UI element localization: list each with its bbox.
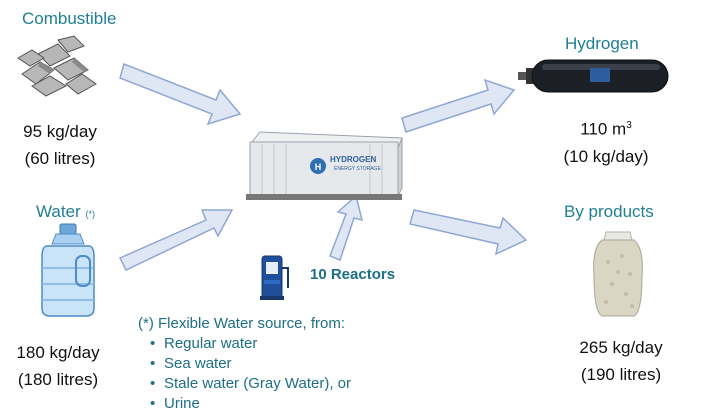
combustible-title: Combustible xyxy=(22,9,117,28)
byproducts-title: By products xyxy=(564,202,654,221)
container-brand: HYDROGEN xyxy=(330,155,377,164)
arrow-reactors-to-container xyxy=(329,194,364,261)
note-list: Regular water Sea water Stale water (Gra… xyxy=(150,334,351,414)
hydrogen-amount-superscript: 3 xyxy=(626,120,632,131)
metal-pellets-icon xyxy=(17,35,97,97)
hydrogen-title: Hydrogen xyxy=(565,34,639,53)
hydrogen-amount-line: 110 m3 xyxy=(556,112,656,143)
arrow-combustible-to-container xyxy=(119,63,242,126)
combustible-amount: 95 kg/day xyxy=(23,122,97,141)
water-title-text: Water xyxy=(36,202,81,221)
hydrogen-mass: (10 kg/day) xyxy=(563,146,649,166)
note-item: Regular water xyxy=(150,334,351,354)
hydrogen-tank-icon xyxy=(518,59,669,93)
water-amount: 180 kg/day xyxy=(16,343,100,362)
hydrogen-container-icon: H xyxy=(246,131,403,200)
water-footnote-mark: (*) xyxy=(85,209,95,219)
arrow-container-to-byproducts xyxy=(409,209,528,256)
note-item: Sea water xyxy=(150,354,351,374)
combustible-quantity: 95 kg/day (60 litres) xyxy=(10,118,110,172)
note-heading: (*) Flexible Water source, from: xyxy=(138,315,345,332)
note-item: Urine xyxy=(150,394,351,414)
combustible-volume: (60 litres) xyxy=(24,149,96,168)
reactor-pump-icon xyxy=(260,255,289,300)
water-volume: (180 litres) xyxy=(17,370,99,389)
arrow-water-to-container xyxy=(118,209,234,271)
hydrogen-quantity: 110 m3 (10 kg/day) xyxy=(556,112,656,170)
note-item: Stale water (Gray Water), or xyxy=(150,374,351,394)
water-title: Water (*) xyxy=(36,202,95,222)
byproducts-quantity: 265 kg/day (190 litres) xyxy=(566,334,676,388)
water-source-note: (*) Flexible Water source, from: Regular… xyxy=(138,314,351,414)
container-subtitle: ENERGY STORAGE xyxy=(334,166,381,172)
byproducts-volume: (190 litres) xyxy=(580,365,662,384)
arrow-container-to-hydrogen xyxy=(401,78,516,133)
reactors-label: 10 Reactors xyxy=(310,266,396,283)
byproducts-amount: 265 kg/day xyxy=(579,338,663,357)
water-jug-icon xyxy=(41,223,95,317)
water-quantity: 180 kg/day (180 litres) xyxy=(4,339,112,393)
byproducts-bag-icon xyxy=(593,231,643,317)
hydrogen-amount: 110 m xyxy=(580,119,627,139)
svg-text:H: H xyxy=(315,162,322,172)
